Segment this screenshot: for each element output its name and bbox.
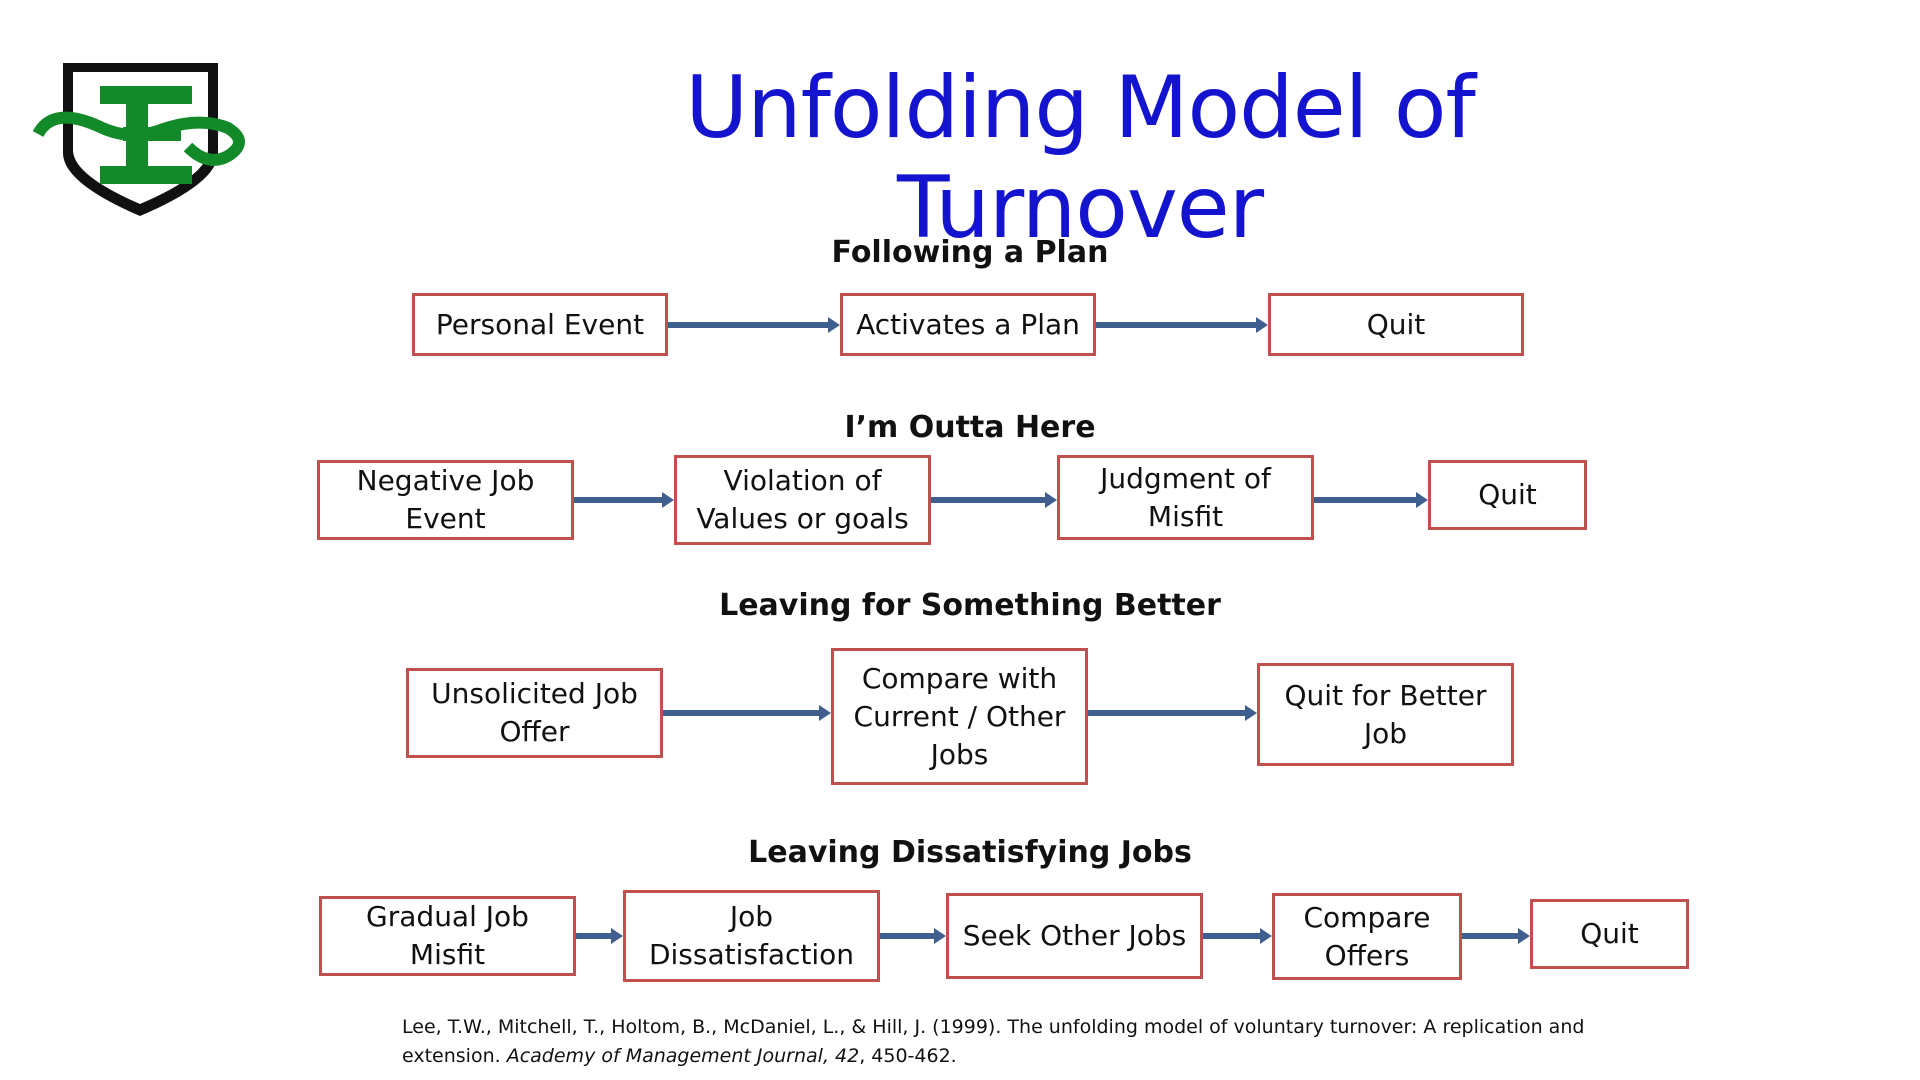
arrow-connector	[1314, 492, 1428, 508]
step-quit: Quit	[1530, 899, 1689, 969]
step-quit: Quit	[1428, 460, 1587, 530]
step-violation-of-values: Violation of Values or goals	[674, 455, 931, 545]
arrowhead-icon	[1260, 928, 1272, 944]
step-activates-a-plan: Activates a Plan	[840, 293, 1096, 356]
arrowhead-icon	[1416, 492, 1428, 508]
arrow-connector	[1088, 705, 1257, 721]
citation-authors-title: Lee, T.W., Mitchell, T., Holtom, B., McD…	[402, 1016, 1585, 1067]
section-title-leaving-dissatisfying-jobs: Leaving Dissatisfying Jobs	[748, 835, 1192, 870]
section-title-following-a-plan: Following a Plan	[831, 235, 1109, 270]
arrow-connector	[574, 492, 674, 508]
arrowhead-icon	[1518, 928, 1530, 944]
arrowhead-icon	[1045, 492, 1057, 508]
arrowhead-icon	[662, 492, 674, 508]
arrowhead-icon	[611, 928, 623, 944]
step-quit: Quit	[1268, 293, 1524, 356]
arrowhead-icon	[828, 317, 840, 333]
step-compare-with-current-other-jobs: Compare with Current / Other Jobs	[831, 648, 1088, 785]
arrow-connector	[663, 705, 831, 721]
arrow-connector	[1462, 928, 1530, 944]
step-seek-other-jobs: Seek Other Jobs	[946, 893, 1203, 979]
step-compare-offers: Compare Offers	[1272, 893, 1462, 980]
arrow-connector	[880, 928, 946, 944]
shield-e-logo	[32, 63, 245, 216]
arrow-connector	[668, 317, 840, 333]
step-judgment-of-misfit: Judgment of Misfit	[1057, 455, 1314, 540]
citation-pages: , 450-462.	[859, 1045, 957, 1067]
arrowhead-icon	[819, 705, 831, 721]
slide-title: Unfolding Model of Turnover	[685, 58, 1476, 258]
step-quit-for-better-job: Quit for Better Job	[1257, 663, 1514, 766]
arrow-connector	[1096, 317, 1268, 333]
arrowhead-icon	[934, 928, 946, 944]
step-negative-job-event: Negative Job Event	[317, 460, 574, 540]
step-gradual-job-misfit: Gradual Job Misfit	[319, 896, 576, 976]
citation-journal: Academy of Management Journal, 42	[506, 1045, 860, 1067]
arrow-connector	[576, 928, 623, 944]
arrowhead-icon	[1245, 705, 1257, 721]
citation: Lee, T.W., Mitchell, T., Holtom, B., McD…	[402, 1013, 1602, 1071]
step-unsolicited-job-offer: Unsolicited Job Offer	[406, 668, 663, 758]
section-title-im-outta-here: I’m Outta Here	[844, 410, 1096, 445]
arrow-connector	[1203, 928, 1272, 944]
arrowhead-icon	[1256, 317, 1268, 333]
arrow-connector	[931, 492, 1057, 508]
section-title-leaving-for-something-better: Leaving for Something Better	[719, 588, 1221, 623]
step-job-dissatisfaction: Job Dissatisfaction	[623, 890, 880, 982]
step-personal-event: Personal Event	[412, 293, 668, 356]
